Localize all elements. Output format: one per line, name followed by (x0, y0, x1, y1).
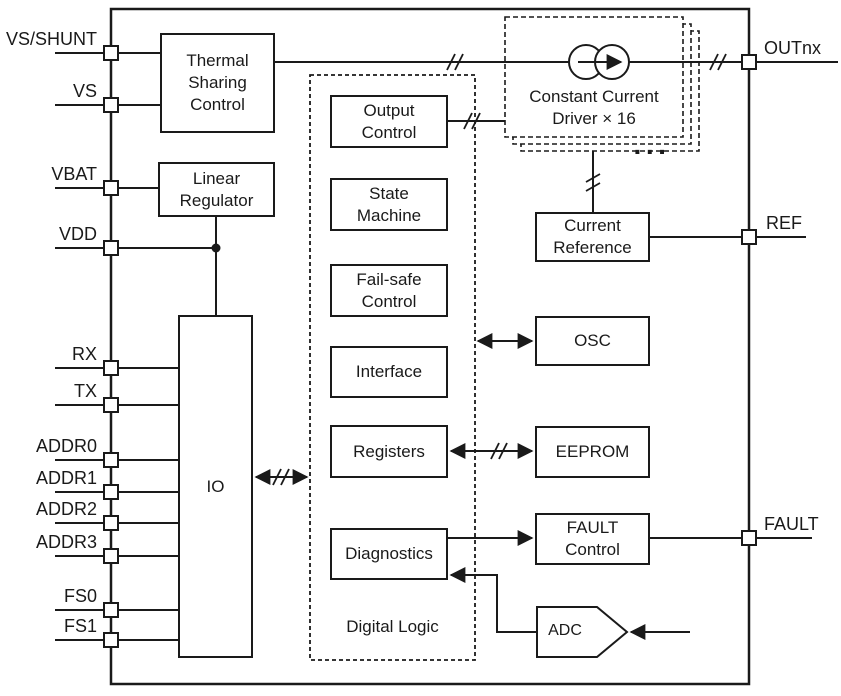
vdd-junction-dot (211, 243, 221, 253)
pin-outnx (741, 54, 757, 70)
block-osc: OSC (535, 316, 650, 366)
bus-width-slashes (272, 53, 727, 486)
block-thermal-sharing-control: Thermal Sharing Control (160, 33, 275, 133)
pin-rx (103, 360, 119, 376)
label-digital-logic: Digital Logic (346, 617, 439, 636)
pin-vbat (103, 180, 119, 196)
pin-addr2 (103, 515, 119, 531)
pin-vs-shunt (103, 45, 119, 61)
block-current-reference: Current Reference (535, 212, 650, 262)
pin-vs (103, 97, 119, 113)
block-linear-regulator: Linear Regulator (158, 162, 275, 217)
block-state-machine: State Machine (330, 178, 448, 231)
pin-label-rx: RX (71, 344, 97, 364)
net-adc-diagnostics (449, 567, 537, 633)
pin-label-vbat: VBAT (51, 164, 97, 184)
pin-label-addr2: ADDR2 (35, 499, 97, 519)
pin-label-outnx: OUTnx (764, 38, 822, 58)
pin-label-ref: REF (766, 213, 802, 233)
pin-label-addr3: ADDR3 (35, 532, 97, 552)
pin-label-tx: TX (73, 381, 97, 401)
pin-fs1 (103, 632, 119, 648)
block-fail-safe-control: Fail-safe Control (330, 264, 448, 317)
pin-label-vdd: VDD (58, 224, 97, 244)
current-source-icon (568, 44, 630, 80)
driver-ellipsis: ··· (633, 136, 671, 167)
label-constant-current-driver: Constant Current Driver × 16 (529, 87, 659, 128)
pin-fault (741, 530, 757, 546)
pin-label-addr0: ADDR0 (35, 436, 97, 456)
pin-addr0 (103, 452, 119, 468)
pin-label-vs-shunt: VS/SHUNT (5, 29, 97, 49)
block-interface: Interface (330, 346, 448, 398)
block-eeprom: EEPROM (535, 426, 650, 478)
pin-ref (741, 229, 757, 245)
pin-label-fault: FAULT (764, 514, 819, 534)
block-output-control: Output Control (330, 95, 448, 148)
chip-boundary (109, 7, 751, 686)
pin-label-addr1: ADDR1 (35, 468, 97, 488)
pin-addr1 (103, 484, 119, 500)
label-adc: ADC (548, 622, 582, 639)
block-registers: Registers (330, 425, 448, 478)
pin-label-fs1: FS1 (63, 616, 97, 636)
block-fault-control: FAULT Control (535, 513, 650, 565)
digital-logic-dashed-box (309, 74, 476, 661)
block-io: IO (178, 315, 253, 658)
constant-current-driver-stack (504, 16, 700, 152)
block-diagnostics: Diagnostics (330, 528, 448, 580)
pin-label-fs0: FS0 (63, 586, 97, 606)
adc-shape (536, 606, 629, 658)
pin-tx (103, 397, 119, 413)
pin-vdd (103, 240, 119, 256)
pin-label-vs: VS (72, 81, 97, 101)
pin-addr3 (103, 548, 119, 564)
pin-fs0 (103, 602, 119, 618)
